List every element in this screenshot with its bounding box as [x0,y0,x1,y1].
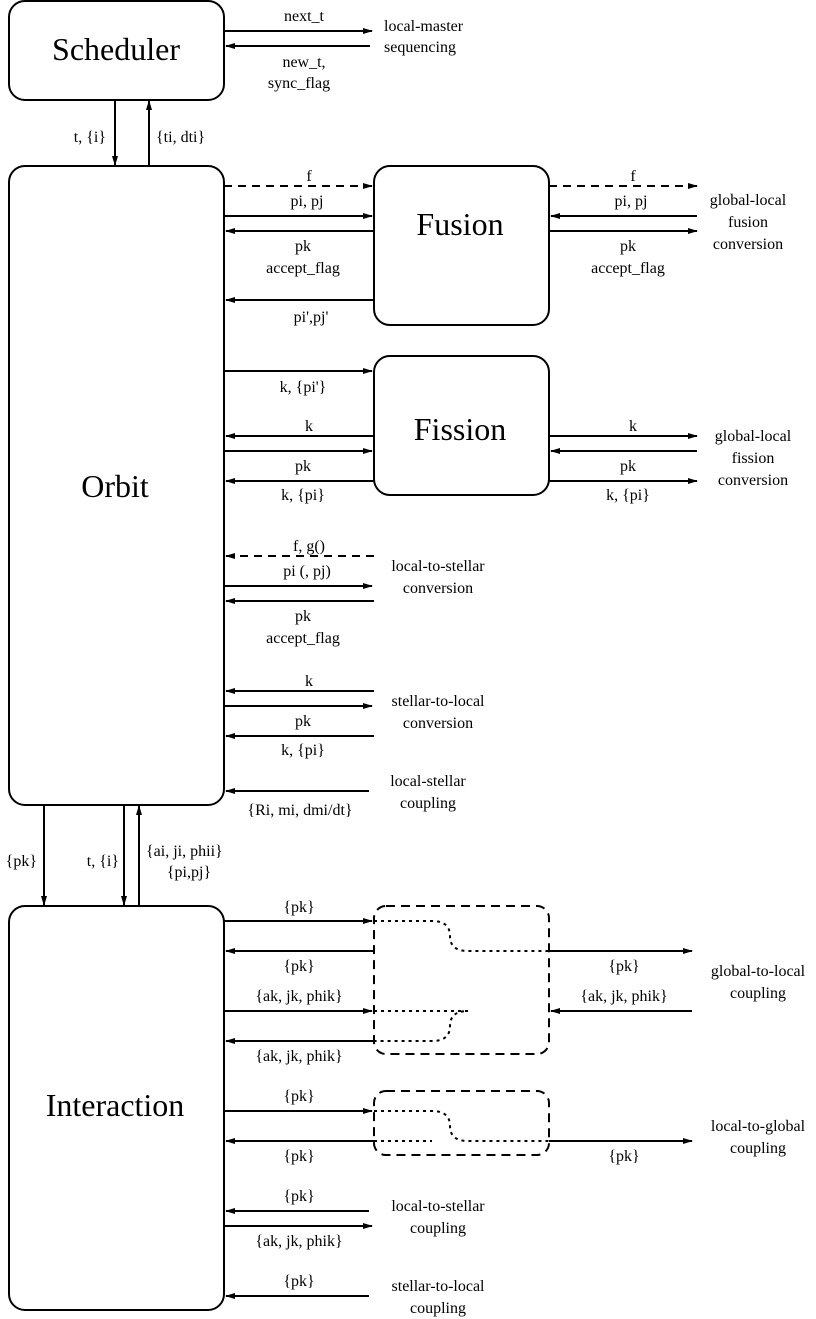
gtl-right-ak-label: {ak, jk, phik} [580,988,667,1005]
interaction-title: Interaction [46,1087,185,1123]
new-t-label: new_t, [282,54,325,71]
fission-pk-label: pk [295,458,311,475]
stlc-ext-label-1: stellar-to-local [392,1278,486,1295]
next-t-label: next_t [284,8,325,25]
sequencing-label: sequencing [384,39,456,56]
oi-pk-label: {pk} [6,853,37,870]
lts-ext-label-1: local-to-stellar [391,558,485,575]
fusion-right-pipj-label: pi, pj [615,193,648,210]
ltg-pk-out-label: {pk} [283,1088,314,1105]
fusion-ext-label-2: fusion [728,214,768,231]
fusion-pk-label: pk [295,238,311,255]
fusion-pipj-label: pi, pj [291,193,324,210]
stlc-pk-label: {pk} [283,1273,314,1290]
ltg-ext-label-1: local-to-global [711,1118,806,1135]
ltg-ext-label-2: coupling [730,1140,786,1157]
gtl-route-1 [374,920,549,952]
ltg-pk-in-label: {pk} [283,1148,314,1165]
fusion-title: Fusion [416,206,503,242]
stl-kpi-label: k, {pi} [281,742,325,759]
ltsc-pk-label: {pk} [283,1188,314,1205]
fission-right-pk-label: pk [620,458,636,475]
fusion-f-label: f [306,168,312,185]
fission-kpi-prime-label: k, {pi'} [280,379,327,396]
orbit-interaction-connections: {pk} t, {i} {ai, ji, phii} {pi,pj} [6,805,223,906]
fusion-box[interactable] [373,165,550,326]
global-to-local-coupling: {pk} {pk} {ak, jk, phik} {ak, jk, phik} … [224,899,806,1065]
ltg-right-pk-label: {pk} [608,1148,639,1165]
scheduler-connections: next_t new_t, sync_flag local-master seq… [74,8,464,166]
fusion-module[interactable]: Fusion [373,165,550,326]
lts-pi-label: pi (, pj) [283,563,331,580]
gtl-route-2 [374,1010,469,1042]
fusion-accept-label: accept_flag [266,260,340,277]
fission-box[interactable] [373,355,550,496]
gtl-dashed-box [373,905,550,1055]
gtl-ak-in-label: {ak, jk, phik} [255,1048,342,1065]
fusion-right-pk-label: pk [620,238,636,255]
fission-title: Fission [414,411,506,447]
gtl-pk-out-label: {pk} [283,899,314,916]
orbit-box[interactable] [8,165,225,806]
fusion-right-f-label: f [630,168,636,185]
oi-up-label-2: {pi,pj} [167,864,211,881]
ltsc-ext-label-2: coupling [410,1220,466,1237]
scheduler-module[interactable]: Scheduler [8,0,225,101]
local-to-global-coupling: {pk} {pk} {pk} local-to-global coupling [224,1088,806,1165]
scheduler-title: Scheduler [52,31,180,67]
local-to-stellar-coupling: {pk} {ak, jk, phik} local-to-stellar cou… [224,1188,485,1250]
gtl-right-pk-label: {pk} [608,958,639,975]
lsc-ext-label-2: coupling [400,795,456,812]
fission-module[interactable]: Fission [373,355,550,496]
ltsc-ak-label: {ak, jk, phik} [255,1233,342,1250]
lts-pk-label: pk [295,608,311,625]
local-to-stellar-conversion: f, g() pi (, pj) pk accept_flag local-to… [224,538,485,647]
stlc-ext-label-2: coupling [410,1300,466,1317]
sync-flag-label: sync_flag [268,75,330,92]
fission-right-k-label: k [629,418,637,435]
fusion-connections: f pi, pj pk accept_flag pi',pj' f pi, pj… [224,168,787,326]
fission-connections: k, {pi'} k pk k, {pi} k pk k, {pi} globa… [224,368,792,504]
lts-accept-label: accept_flag [266,630,340,647]
fission-kpi-label: k, {pi} [281,487,325,504]
stl-k-label: k [305,673,313,690]
gtl-ext-label-1: global-to-local [711,963,806,980]
fusion-ext-label-1: global-local [710,192,787,209]
local-master-label: local-master [384,18,464,35]
fusion-ext-label-3: conversion [713,236,783,253]
gtl-ak-out-label: {ak, jk, phik} [255,988,342,1005]
ltg-dashed-box [373,1090,550,1156]
stl-ext-label-1: stellar-to-local [392,693,486,710]
oi-ti-label: t, {i} [87,853,119,870]
lts-fg-label: f, g() [293,538,325,555]
lts-ext-label-2: conversion [403,580,473,597]
gtl-pk-in-label: {pk} [283,958,314,975]
oi-up-label-1: {ai, ji, phii} [146,843,223,860]
orbit-title: Orbit [81,468,149,504]
fission-right-kpi-label: k, {pi} [606,487,650,504]
scheduler-box[interactable] [8,0,225,101]
stl-ext-label-2: conversion [403,715,473,732]
interaction-module[interactable]: Interaction [8,905,225,1311]
fusion-right-accept-label: accept_flag [591,260,665,277]
sched-down-label: t, {i} [74,129,106,146]
ltg-route [374,1110,549,1142]
stellar-to-local-coupling: {pk} stellar-to-local coupling [225,1273,486,1317]
stl-pk-label: pk [295,713,311,730]
lsc-ext-label-1: local-stellar [390,773,466,790]
local-stellar-coupling: {Ri, mi, dmi/dt} local-stellar coupling [225,773,466,819]
ltsc-ext-label-1: local-to-stellar [391,1198,485,1215]
interaction-box[interactable] [8,905,225,1311]
fusion-pipj-prime-label: pi',pj' [294,309,329,326]
stellar-to-local-conversion: k pk k, {pi} stellar-to-local conversion [224,673,485,759]
fission-ext-label-2: fission [732,450,775,467]
lsc-label: {Ri, mi, dmi/dt} [247,802,352,819]
fission-ext-label-1: global-local [715,428,792,445]
gtl-ext-label-2: coupling [730,985,786,1002]
fission-k-label: k [305,418,313,435]
fission-ext-label-3: conversion [718,472,788,489]
orbit-module[interactable]: Orbit [8,165,225,806]
sched-up-label: {ti, dti} [156,129,205,146]
